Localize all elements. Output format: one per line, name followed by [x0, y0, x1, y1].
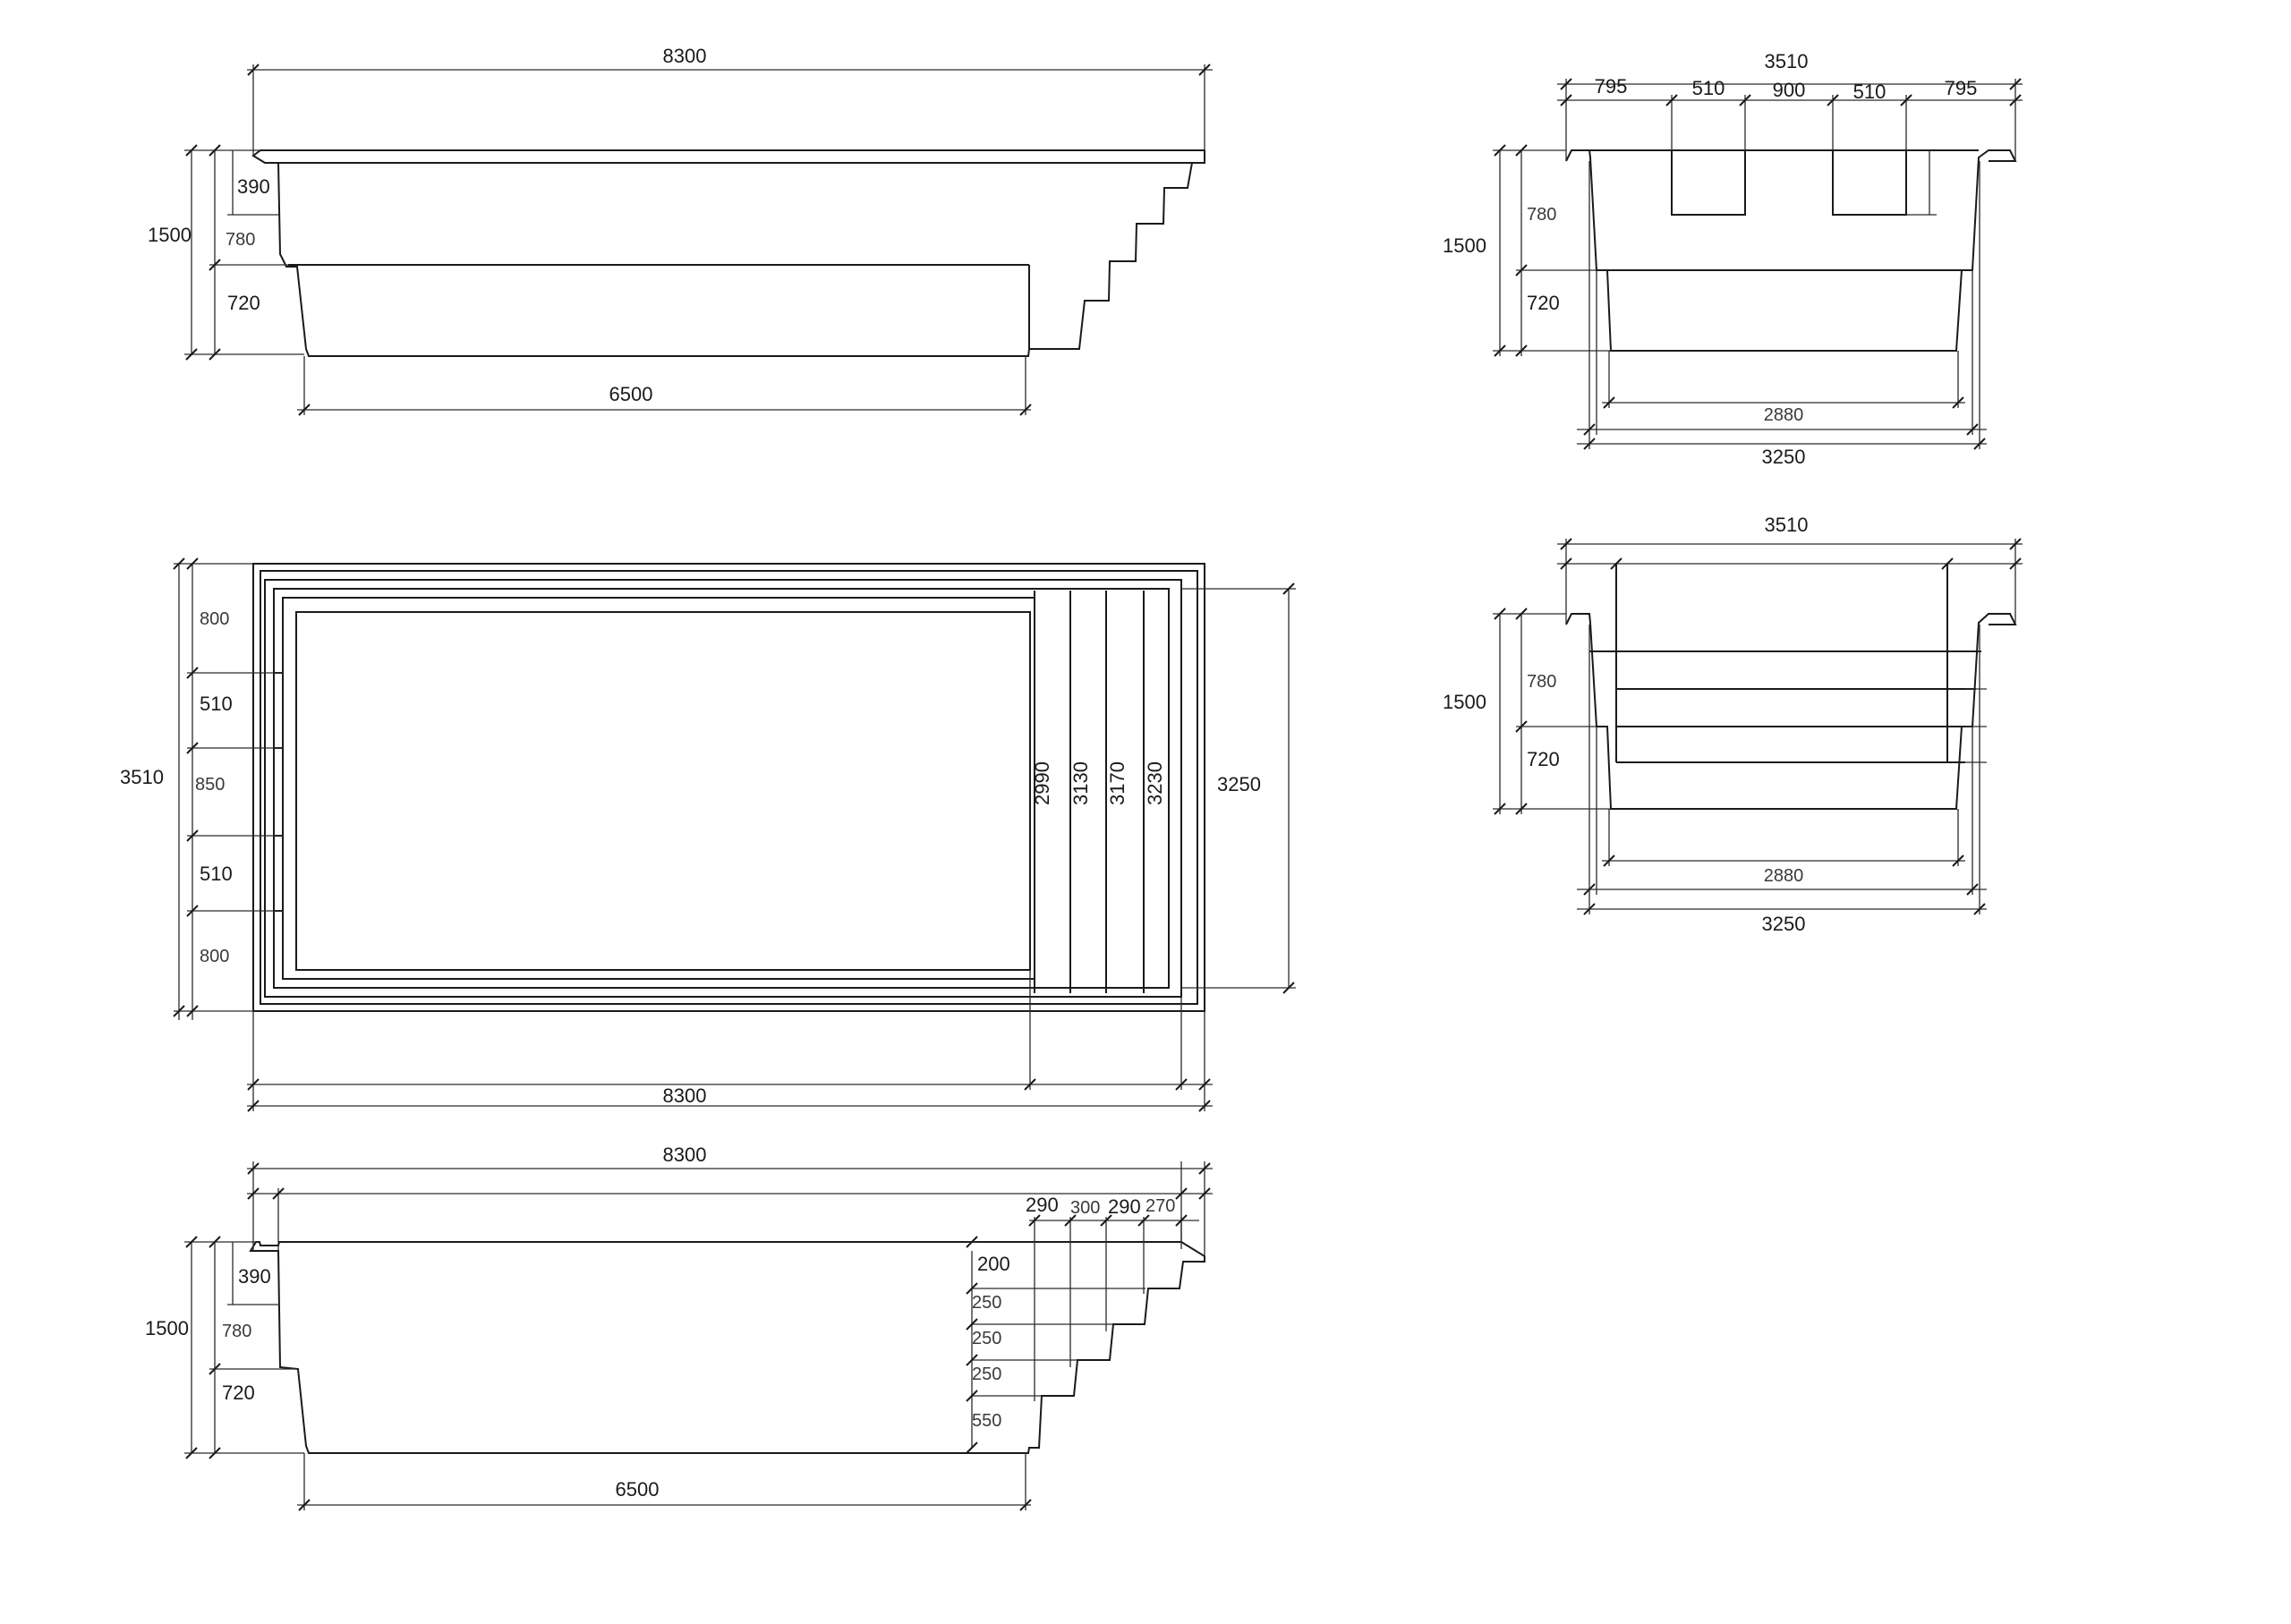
end-bottom-upper-label: 780 [1527, 672, 1556, 692]
end-top-seg-795-right: 795 [1945, 77, 1978, 99]
end-top-lower-label: 720 [1527, 292, 1560, 314]
plan-length-label: 8300 [663, 1084, 707, 1107]
end-bottom-width-label: 3510 [1765, 514, 1809, 536]
plan-view: 800 510 850 510 800 3510 2990 3130 3170 … [120, 557, 1296, 1112]
plan-inner-width-label: 3250 [1217, 773, 1261, 795]
end-top-seg-510-right: 510 [1853, 81, 1886, 103]
end-top-inner-width-label: 3250 [1762, 446, 1806, 468]
side-top-depth-label: 1500 [148, 224, 192, 246]
side-view-top-outline [251, 149, 1205, 357]
riser-250-b: 250 [972, 1329, 1001, 1348]
side-top-length-label: 8300 [663, 45, 707, 67]
end-bottom-lower-label: 720 [1527, 748, 1560, 770]
end-top-depth-label: 1500 [1443, 234, 1486, 257]
tread-290-a: 290 [1026, 1194, 1059, 1216]
side-view-top: 8300 1500 390 780 720 6500 [148, 45, 1213, 416]
side-top-floor-label: 6500 [609, 383, 653, 405]
end-top-floor-label: 2880 [1764, 405, 1804, 425]
end-top-seg-900: 900 [1773, 79, 1806, 101]
end-bottom-floor-label: 2880 [1764, 866, 1804, 886]
plan-510-bottom-label: 510 [200, 863, 233, 885]
tread-300: 300 [1070, 1198, 1100, 1218]
end-view-top: 3510 795 510 900 510 795 1500 780 720 [1443, 50, 2023, 468]
end-bottom-depth-label: 1500 [1443, 691, 1486, 713]
side-view-bottom-outline [249, 1241, 1205, 1454]
plan-850-label: 850 [195, 775, 225, 795]
end-view-bottom: 3510 1500 780 720 2880 3250 [1443, 514, 2023, 935]
plan-width-label: 3510 [120, 766, 164, 788]
tread-290-b: 290 [1108, 1195, 1141, 1218]
skimmer-pocket-bottom [273, 835, 284, 912]
stair-width-2990: 2990 [1031, 761, 1053, 805]
side-bottom-depth-label: 1500 [145, 1317, 189, 1339]
skimmer-pocket-top [273, 672, 284, 749]
riser-250-c: 250 [972, 1365, 1001, 1384]
side-bottom-upper-label: 780 [222, 1322, 251, 1341]
riser-200: 200 [977, 1253, 1010, 1275]
end-top-width-label: 3510 [1765, 50, 1809, 72]
end-top-skimmer-right [1832, 150, 1907, 216]
plan-basin-rect [295, 611, 1031, 971]
side-bottom-length-label: 8300 [663, 1144, 707, 1166]
end-bottom-inner-width-label: 3250 [1762, 913, 1806, 935]
end-top-upper-label: 780 [1527, 205, 1556, 225]
plan-510-top-label: 510 [200, 693, 233, 715]
end-view-top-outline [1565, 149, 2017, 352]
riser-250-a: 250 [972, 1293, 1001, 1313]
side-bottom-step-label: 390 [238, 1265, 271, 1288]
side-top-step-label: 390 [237, 175, 270, 198]
tread-270: 270 [1146, 1196, 1175, 1216]
side-top-upper-label: 780 [226, 230, 255, 250]
riser-550: 550 [972, 1411, 1001, 1431]
plan-800-bottom-label: 800 [200, 947, 229, 966]
stair-width-3230: 3230 [1144, 761, 1166, 805]
stair-width-3130: 3130 [1069, 761, 1092, 805]
end-view-bottom-outline [1565, 613, 2017, 810]
end-top-skimmer-left [1671, 150, 1746, 216]
stair-width-3170: 3170 [1106, 761, 1128, 805]
end-top-seg-510-left: 510 [1692, 77, 1725, 99]
plan-800-top-label: 800 [200, 609, 229, 629]
side-bottom-lower-label: 720 [222, 1382, 255, 1404]
side-bottom-floor-label: 6500 [616, 1478, 660, 1501]
end-top-seg-795-left: 795 [1595, 75, 1628, 98]
side-view-bottom: 8300 290 300 290 270 200 250 250 250 550 [145, 1144, 1213, 1511]
plan-outer-rect [252, 563, 1205, 1012]
side-top-lower-label: 720 [227, 292, 260, 314]
